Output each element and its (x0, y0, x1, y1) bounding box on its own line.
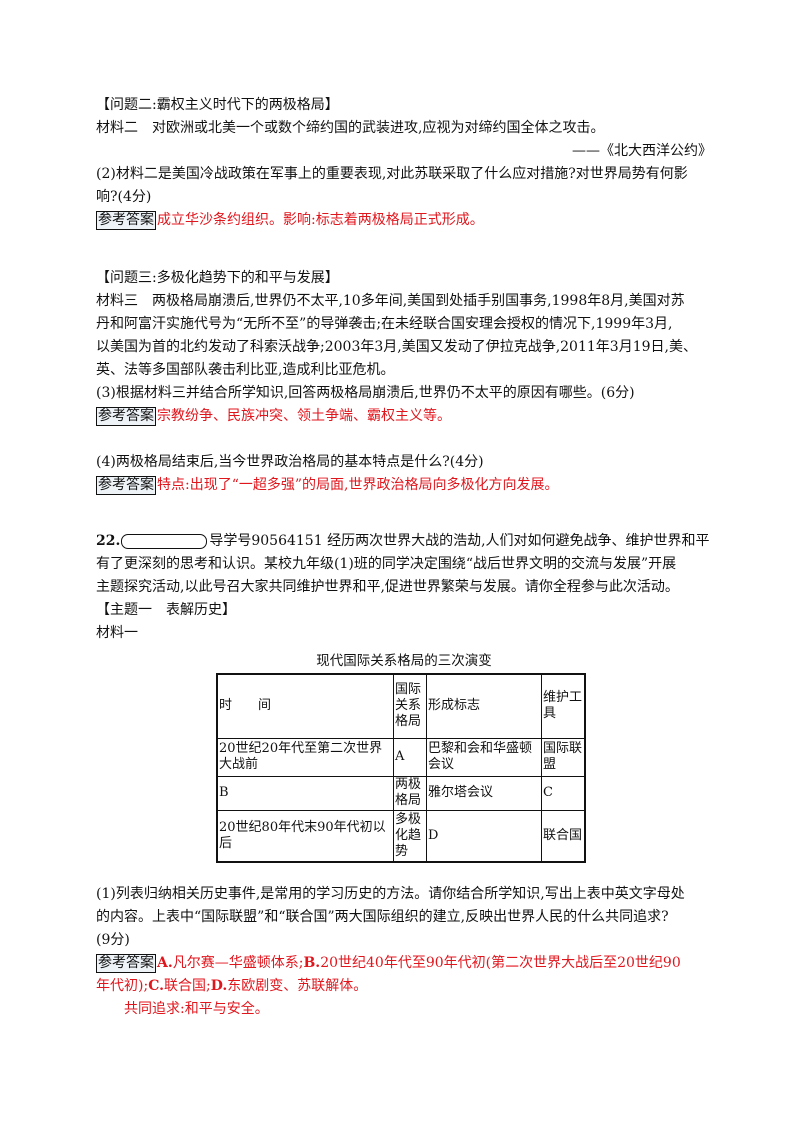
answer-text: 宗教纷争、民族冲突、领土争端、霸权主义等。 (157, 408, 451, 424)
table-caption: 现代国际关系格局的三次演变 (316, 653, 492, 669)
question22-intro-line2: 有了更深刻的思考和认识。某校九年级(1)班的同学决定围绕“战后世界文明的交流与发… (96, 556, 677, 572)
answer-key-c: C. (148, 978, 164, 994)
question22-prompt-line3: (9分) (96, 932, 130, 948)
answer-blank (121, 533, 208, 549)
table-row: 20世纪20年代至第二次世界大战前 A 巴黎和会和华盛顿会议 国际联盟 (216, 737, 586, 777)
table-header-row: 时 间 国际关系格局 形成标志 维护工具 (216, 673, 586, 739)
answer-label: 参考答案 (96, 211, 156, 230)
question2-answer: 参考答案成立华沙条约组织。影响:标志着两极格局正式形成。 (96, 209, 712, 232)
table-cell: C (541, 775, 586, 811)
table-cell: D (426, 809, 542, 863)
answer-key-a: A. (157, 955, 173, 971)
table-cell: 雅尔塔会议 (426, 775, 542, 811)
question22-intro-line1: 22. 导学号90564151 经历两次世界大战的浩劫,人们对如何避免战争、维护世… (96, 530, 712, 553)
table-cell: B (216, 775, 394, 811)
answer-label: 参考答案 (96, 476, 156, 495)
table-header-cell: 维护工具 (541, 673, 586, 739)
material3-line4: 英、法等多国部队袭击利比亚,造成利比亚危机。 (96, 362, 395, 378)
table-cell: A (393, 737, 427, 777)
answer-key-d: D. (210, 978, 228, 994)
table-cell: 巴黎和会和华盛顿会议 (426, 737, 542, 777)
table-cell: 20世纪80年代末90年代初以后 (216, 809, 394, 863)
document-page: 【问题二:霸权主义时代下的两极格局】 材料二 对欧洲或北美一个或数个缔约国的武装… (96, 94, 712, 1021)
question22-answer-line2: 年代初);C.联合国;D.东欧剧变、苏联解体。 (96, 975, 712, 998)
table-header-cell: 时 间 (216, 673, 394, 739)
answer-label: 参考答案 (96, 954, 156, 973)
question22-answer-common: 共同追求:和平与安全。 (124, 1001, 269, 1017)
table-cell: 20世纪20年代至第二次世界大战前 (216, 737, 394, 777)
material1-label: 材料一 (96, 625, 138, 641)
table-row: B 两极格局 雅尔塔会议 C (216, 775, 586, 811)
material2-text: 材料二 对欧洲或北美一个或数个缔约国的武装进攻,应视为对缔约国全体之攻击。 (96, 120, 605, 136)
question22-prompt-line2: 的内容。上表中“国际联盟”和“联合国”两大国际组织的建立,反映出世界人民的什么共… (96, 909, 669, 925)
table-cell: 国际联盟 (541, 737, 586, 777)
theme1-heading: 【主题一 表解历史】 (96, 602, 236, 618)
question-number: 22. (96, 533, 121, 549)
question3-prompt: (3)根据材料三并结合所学知识,回答两极格局崩溃后,世界仍不太平的原因有哪些。(… (96, 385, 635, 401)
answer-text: 成立华沙条约组织。影响:标志着两极格局正式形成。 (157, 212, 484, 228)
material3-line1: 材料三 两极格局崩溃后,世界仍不太平,10多年间,美国到处插手别国事务,1998… (96, 293, 685, 309)
question22-intro-line3: 主题探究活动,以此号召大家共同维护世界和平,促进世界繁荣与发展。请你全程参与此次… (96, 579, 679, 595)
question4-answer: 参考答案特点:出现了“一超多强”的局面,世界政治格局向多极化方向发展。 (96, 474, 712, 497)
table-header-cell: 国际关系格局 (393, 673, 427, 739)
answer-text: 特点:出现了“一超多强”的局面,世界政治格局向多极化方向发展。 (157, 477, 559, 493)
table-row: 20世纪80年代末90年代初以后 多极化趋势 D 联合国 (216, 809, 586, 863)
answer-b-continued: 年代初); (96, 978, 149, 994)
question3-heading: 【问题三:多极化趋势下的和平与发展】 (96, 270, 339, 286)
question2-heading: 【问题二:霸权主义时代下的两极格局】 (96, 97, 339, 113)
answer-a: 凡尔赛—华盛顿体系; (172, 955, 304, 971)
table-cell: 多极化趋势 (393, 809, 427, 863)
question3-answer: 参考答案宗教纷争、民族冲突、领土争端、霸权主义等。 (96, 405, 712, 428)
question4-prompt: (4)两极格局结束后,当今世界政治格局的基本特点是什么?(4分) (96, 454, 484, 470)
answer-c: 联合国; (163, 978, 211, 994)
answer-label: 参考答案 (96, 407, 156, 426)
table-cell: 两极格局 (393, 775, 427, 811)
material3-line2: 丹和阿富汗实施代号为“无所不至”的导弹袭击;在未经联合国安理会授权的情况下,19… (96, 316, 673, 332)
material2-source: ——《北大西洋公约》 (572, 143, 712, 159)
table-cell: 联合国 (541, 809, 586, 863)
material3-line3: 以美国为首的北约发动了科索沃战争;2003年3月,美国又发动了伊拉克战争,201… (96, 339, 697, 355)
question2-prompt-line1: (2)材料二是美国冷战政策在军事上的重要表现,对此苏联采取了什么应对措施?对世界… (96, 166, 688, 182)
answer-key-b: B. (303, 955, 321, 971)
table-header-cell: 形成标志 (426, 673, 542, 739)
answer-b: 20世纪40年代至90年代初(第二次世界大战后至20世纪90 (320, 955, 681, 971)
question22-intro-text: 导学号90564151 经历两次世界大战的浩劫,人们对如何避免战争、维护世界和平 (209, 533, 710, 549)
question2-prompt-line2: 响?(4分) (96, 189, 152, 205)
answer-d: 东欧剧变、苏联解体。 (227, 978, 368, 994)
question22-prompt-line1: (1)列表归纳相关历史事件,是常用的学习历史的方法。请你结合所学知识,写出上表中… (96, 886, 685, 902)
relations-table: 时 间 国际关系格局 形成标志 维护工具 20世纪20年代至第二次世界大战前 A… (216, 673, 586, 863)
